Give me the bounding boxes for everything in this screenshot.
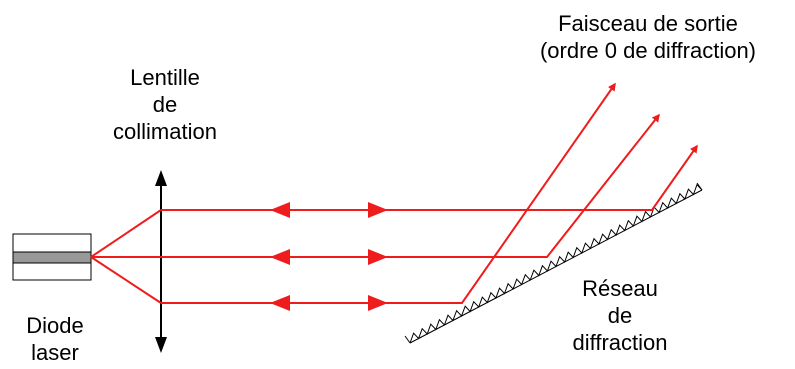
beam-direction-arrows — [270, 202, 388, 311]
laser-diode — [12, 233, 92, 281]
output-beam-label: Faisceau de sortie (ordre 0 de diffracti… — [508, 10, 788, 64]
diode-label-line-1: Diode — [26, 313, 84, 338]
diverging-beam-bottom — [90, 256, 162, 304]
lens-top-arrowhead — [155, 170, 167, 186]
lens-label-line-3: collimation — [113, 119, 217, 144]
lens-label-line-1: Lentille — [130, 65, 200, 90]
lens-label-line-2: de — [152, 92, 178, 117]
diode-label: Diode laser — [10, 312, 100, 366]
diffraction-grating — [404, 182, 703, 344]
arrow-back-middle — [270, 249, 290, 265]
arrow-back-top — [270, 202, 290, 218]
beam-top — [161, 144, 698, 211]
grating-label-line-1: Réseau — [582, 276, 658, 301]
arrow-forward-middle — [368, 249, 388, 265]
diode-label-line-2: laser — [31, 340, 79, 365]
grating-base — [409, 189, 703, 344]
lens-label: Lentille de collimation — [95, 64, 235, 145]
grating-label-line-2: de — [607, 303, 633, 328]
beam-bottom — [161, 82, 616, 304]
grating-label: Réseau de diffraction — [555, 275, 685, 356]
arrow-back-bottom — [270, 295, 290, 311]
diode-core — [12, 251, 92, 264]
diverging-beam-top — [90, 209, 162, 258]
output-label-line-2: (ordre 0 de diffraction) — [539, 38, 757, 63]
output-label-line-1: Faisceau de sortie — [558, 11, 738, 36]
arrow-forward-bottom — [368, 295, 388, 311]
collimation-lens — [155, 170, 167, 353]
grating-label-line-3: diffraction — [572, 330, 668, 355]
lens-bottom-arrowhead — [155, 337, 167, 353]
laser-beams — [90, 82, 698, 304]
beam-middle — [161, 113, 660, 258]
arrow-forward-top — [368, 202, 388, 218]
